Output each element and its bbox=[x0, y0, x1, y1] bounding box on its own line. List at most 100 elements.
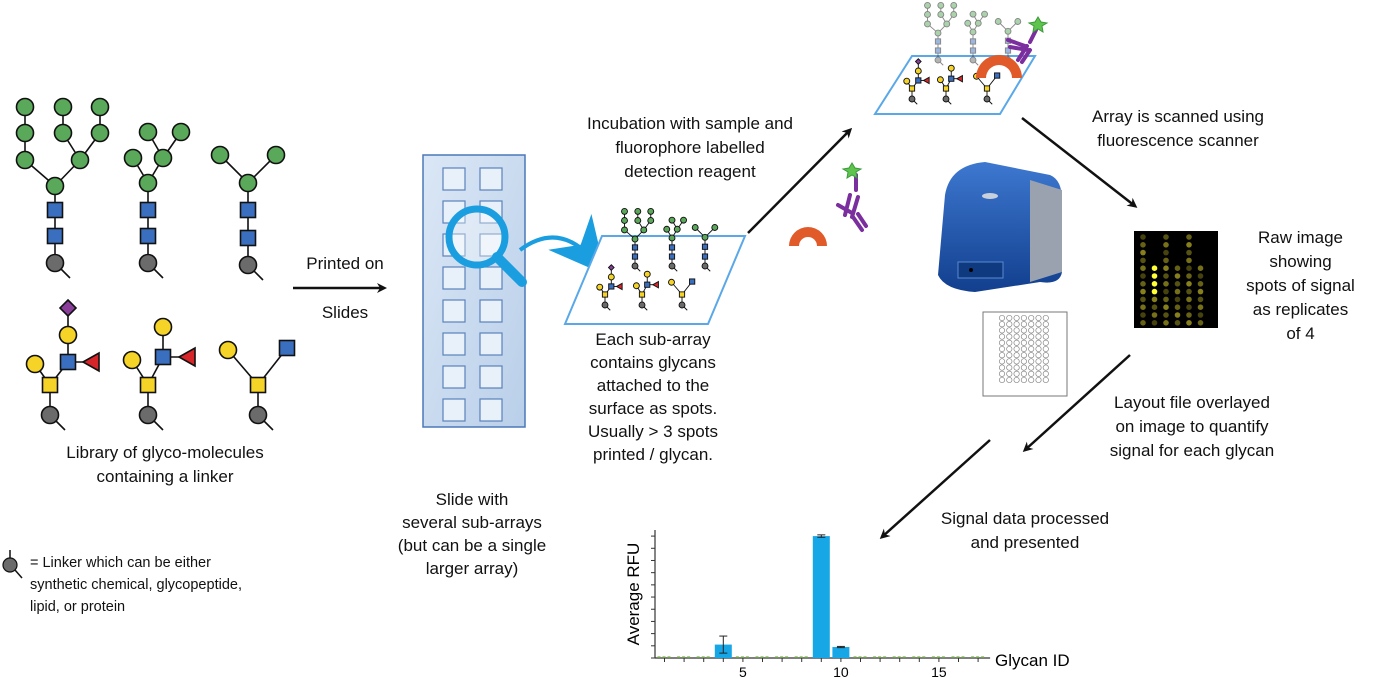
signal-spot bbox=[1174, 273, 1181, 279]
signal-spot bbox=[1197, 320, 1204, 326]
layout-spot bbox=[1028, 358, 1035, 365]
layout-spot bbox=[1042, 364, 1049, 371]
slide-line: several sub-arrays bbox=[402, 513, 542, 532]
layout-spot bbox=[1020, 327, 1027, 334]
glycan-spot-icon bbox=[668, 278, 696, 311]
raw-scan-image bbox=[1134, 231, 1218, 328]
slide-line: (but can be a single bbox=[397, 536, 547, 555]
layout-spot bbox=[1042, 352, 1049, 359]
signal-spot bbox=[1174, 288, 1181, 295]
layout-spot bbox=[998, 370, 1006, 377]
sub-array-square bbox=[442, 398, 466, 422]
sub-array-line: printed / glycan. bbox=[592, 445, 713, 464]
layout-spot bbox=[1013, 370, 1020, 377]
signal-spot bbox=[1151, 273, 1158, 279]
signal-spot bbox=[1197, 296, 1204, 303]
sub-array-square bbox=[479, 365, 503, 389]
signal-spot bbox=[1163, 242, 1169, 248]
signal-spot bbox=[1140, 281, 1146, 287]
layout-spot bbox=[1028, 333, 1035, 340]
glycan-icon bbox=[218, 339, 296, 431]
slide-caption: Slide with several sub-arrays (but can b… bbox=[382, 488, 562, 580]
linker-legend: = Linker which can be either synthetic c… bbox=[30, 552, 242, 618]
layout-spot bbox=[1035, 370, 1042, 377]
layout-spot bbox=[1006, 358, 1013, 365]
scanned-line: Array is scanned using bbox=[1092, 107, 1264, 126]
layout-spot bbox=[1028, 364, 1035, 371]
scanned-caption: Array is scanned using fluorescence scan… bbox=[1068, 105, 1288, 153]
layout-spot bbox=[998, 321, 1006, 328]
raw-image-caption: Raw image showing spots of signal as rep… bbox=[1228, 226, 1373, 346]
layout-spot bbox=[1028, 352, 1035, 359]
layout-spot bbox=[998, 364, 1006, 371]
layout-spot bbox=[1013, 345, 1020, 353]
signal-spot bbox=[1186, 273, 1192, 279]
signal-spot bbox=[1151, 288, 1158, 295]
layout-spot bbox=[1006, 364, 1013, 371]
signal-spot bbox=[1197, 312, 1204, 318]
bar bbox=[812, 536, 830, 658]
layout-spot bbox=[1013, 314, 1020, 322]
layout-spot bbox=[1042, 333, 1049, 340]
glycan-spot-icon bbox=[964, 10, 988, 66]
incubation-caption: Incubation with sample and fluorophore l… bbox=[555, 112, 825, 184]
layout-spot bbox=[1020, 339, 1027, 346]
signal-spot bbox=[1151, 312, 1158, 318]
signal-spot bbox=[1186, 242, 1192, 248]
linker-icon bbox=[2, 550, 23, 579]
layout-spot bbox=[1042, 358, 1049, 365]
signal-spot bbox=[1140, 273, 1146, 279]
sub-array-square bbox=[479, 167, 503, 191]
signal-spot bbox=[1163, 234, 1169, 240]
layout-spot bbox=[1028, 321, 1035, 328]
signal-spot bbox=[1151, 265, 1158, 272]
sub-array-square bbox=[442, 332, 466, 356]
glycan-spot-icon bbox=[903, 58, 930, 105]
incubation-line: detection reagent bbox=[624, 162, 756, 181]
layout-spot bbox=[998, 339, 1006, 346]
printed-on-label: Printed on bbox=[306, 254, 384, 273]
layout-spot bbox=[1006, 352, 1013, 359]
signal-spot bbox=[1140, 249, 1146, 256]
signal-spot bbox=[1140, 242, 1146, 248]
signal-spot bbox=[1163, 288, 1169, 295]
signal-spot bbox=[1186, 265, 1192, 272]
glycan-spot-icon bbox=[936, 64, 963, 105]
scanned-line: fluorescence scanner bbox=[1097, 131, 1259, 150]
signal-spot bbox=[1197, 281, 1204, 287]
bar bbox=[832, 647, 850, 658]
raw-line: Raw image bbox=[1257, 228, 1344, 247]
signal-spot bbox=[1197, 304, 1204, 311]
signal-spot bbox=[1186, 288, 1192, 295]
layout-spot bbox=[1035, 333, 1042, 340]
signal-spot bbox=[1140, 265, 1146, 272]
layout-spot bbox=[1020, 314, 1027, 322]
antibody-bound-icon bbox=[1006, 16, 1049, 64]
signal-spot bbox=[1197, 288, 1204, 295]
slide-line: Slide with bbox=[435, 490, 509, 509]
layout-spot bbox=[1006, 376, 1013, 384]
signal-spot bbox=[1163, 304, 1169, 311]
layout-spot bbox=[1035, 358, 1042, 365]
layout-spot bbox=[998, 314, 1006, 322]
x-tick-label: 15 bbox=[931, 664, 947, 678]
signal-line: and presented bbox=[970, 533, 1080, 552]
signal-spot bbox=[1151, 304, 1158, 311]
slides-label: Slides bbox=[321, 303, 369, 322]
layout-spot bbox=[1035, 345, 1042, 353]
x-tick-label: 5 bbox=[739, 664, 747, 678]
signal-spot bbox=[1174, 296, 1181, 303]
sub-array-line: surface as spots. bbox=[588, 399, 718, 418]
glycan-spot-icon bbox=[924, 1, 958, 66]
signal-spot bbox=[1163, 320, 1169, 326]
lectin-bound-icon bbox=[976, 55, 1022, 78]
layout-spot bbox=[1035, 376, 1042, 384]
signal-spot bbox=[1163, 312, 1169, 318]
layout-spot bbox=[1020, 376, 1027, 384]
glycan-spot-icon bbox=[691, 224, 719, 272]
signal-spot bbox=[1186, 320, 1192, 326]
layout-spot bbox=[1013, 358, 1020, 365]
glycan-icon bbox=[123, 122, 191, 279]
signal-spot bbox=[1186, 249, 1192, 256]
